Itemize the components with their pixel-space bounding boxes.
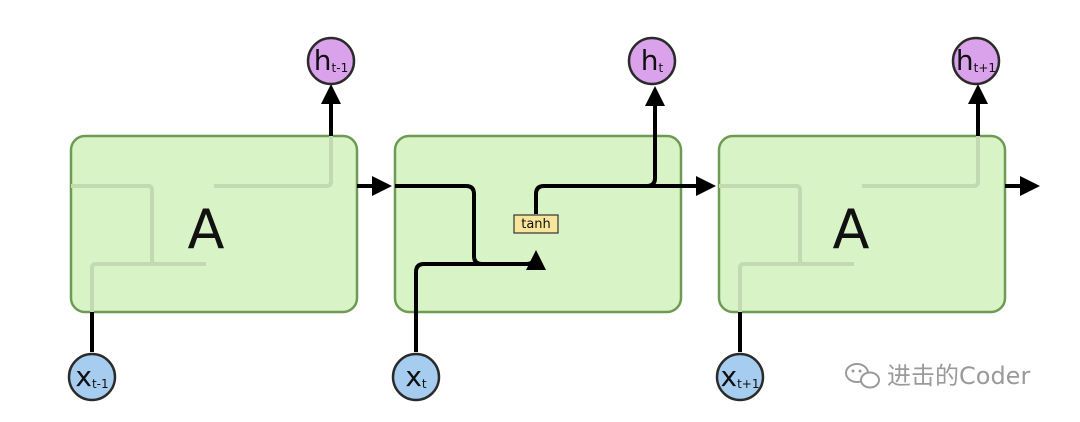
svg-text:xt-1: xt-1 bbox=[75, 360, 108, 393]
svg-text:xt: xt bbox=[405, 360, 427, 393]
cell-3-faint-path-c bbox=[862, 136, 980, 188]
tanh-gate: tanh bbox=[513, 214, 559, 234]
cell-3: A bbox=[717, 134, 1007, 314]
input-node-3-base: x bbox=[721, 360, 738, 393]
cell-3-box bbox=[717, 134, 1007, 314]
output-node-3-base: h bbox=[956, 44, 974, 77]
input-node-1-base: x bbox=[75, 360, 92, 393]
cell-1-box bbox=[69, 134, 359, 314]
input-node-2-sub: t bbox=[422, 377, 427, 391]
cell-2-input-path bbox=[414, 262, 530, 352]
cell-3-faint-path-b bbox=[738, 262, 854, 312]
svg-text:ht: ht bbox=[641, 44, 664, 77]
wechat-icon bbox=[845, 363, 880, 389]
cell-2-output-path bbox=[534, 184, 654, 214]
input-node-2: xt bbox=[391, 352, 441, 402]
output-node-3-sub: t+1 bbox=[974, 61, 996, 75]
watermark-text: 进击的Coder bbox=[887, 362, 1030, 390]
cell-1-faint-path-b bbox=[90, 262, 206, 312]
cell-1-faint-path-c bbox=[214, 136, 333, 188]
cell-1-label: A bbox=[188, 198, 225, 261]
cell-1: A bbox=[69, 134, 359, 314]
svg-text:ht+1: ht+1 bbox=[956, 44, 996, 77]
input-node-1: xt-1 bbox=[67, 352, 117, 402]
input-node-2-base: x bbox=[405, 360, 422, 393]
output-node-1-sub: t-1 bbox=[332, 61, 349, 75]
input-node-3: xt+1 bbox=[715, 352, 765, 402]
output-node-2-sub: t bbox=[659, 61, 664, 75]
tanh-box bbox=[513, 214, 559, 234]
output-node-2-base: h bbox=[641, 44, 659, 77]
cell-3-label: A bbox=[833, 198, 870, 261]
output-node-3: ht+1 bbox=[951, 36, 1001, 86]
input-node-3-sub: t+1 bbox=[737, 377, 759, 391]
cell-2-hidden-path bbox=[395, 184, 546, 271]
output-node-2: ht bbox=[627, 36, 677, 86]
svg-text:xt+1: xt+1 bbox=[721, 360, 760, 393]
input-node-1-sub: t-1 bbox=[92, 377, 109, 391]
tanh-label: tanh bbox=[521, 217, 551, 232]
watermark: 进击的Coder bbox=[845, 362, 1030, 390]
output-node-1-base: h bbox=[314, 44, 332, 77]
cell-2-output-up bbox=[645, 86, 665, 188]
svg-text:ht-1: ht-1 bbox=[314, 44, 348, 77]
output-node-1: ht-1 bbox=[306, 36, 356, 86]
